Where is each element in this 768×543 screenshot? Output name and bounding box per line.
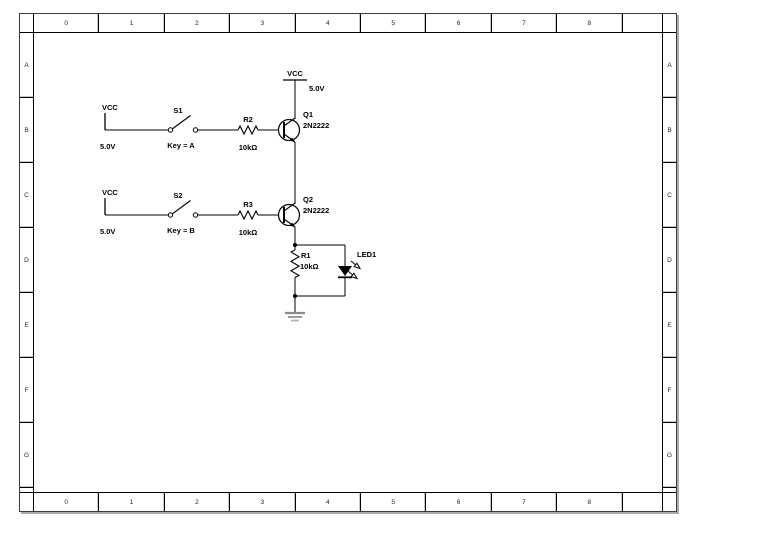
column-label: 4 — [296, 14, 361, 32]
resistor-r3[interactable]: R3 10kΩ — [237, 200, 259, 237]
row-label: B — [20, 98, 33, 163]
column-label: 2 — [165, 14, 231, 32]
q2-part-label: 2N2222 — [303, 206, 329, 215]
switch-contact-icon — [192, 212, 199, 218]
q1-part-label: 2N2222 — [303, 121, 329, 130]
frame-corner — [662, 493, 676, 511]
row-label: E — [663, 293, 676, 358]
top-ruler: 0 1 2 3 4 5 6 7 8 — [20, 14, 676, 33]
column-label: 7 — [492, 493, 558, 511]
column-label: 4 — [296, 493, 361, 511]
sheet-frame: 0 1 2 3 4 5 6 7 8 A B C D E F G A B C D — [19, 13, 677, 512]
emitter-arrow-icon — [289, 137, 295, 142]
vcc-b-label: VCC — [102, 188, 118, 197]
row-label: E — [20, 293, 33, 358]
frame-corner — [20, 493, 34, 511]
emitter-arrow-icon — [289, 222, 295, 227]
column-label: 8 — [557, 493, 623, 511]
s1-key-label: Key = A — [167, 141, 195, 150]
led-led1[interactable]: LED1 — [295, 244, 376, 297]
switch-lever-icon — [172, 115, 191, 130]
column-label: 1 — [99, 14, 165, 32]
vcc-source-top[interactable]: VCC 5.0V — [283, 69, 324, 93]
column-label: 6 — [426, 14, 492, 32]
column-label: 1 — [99, 493, 165, 511]
vcc-a-value: 5.0V — [100, 142, 115, 151]
r2-ref-label: R2 — [243, 115, 253, 124]
row-label: G — [20, 423, 33, 488]
column-label: 3 — [230, 14, 296, 32]
row-label: F — [20, 358, 33, 423]
switch-s1[interactable]: S1 Key = A — [167, 106, 199, 150]
resistor-zigzag-icon — [289, 249, 301, 278]
frame-corner — [20, 14, 34, 32]
transistor-q1[interactable]: Q1 2N2222 — [277, 110, 330, 143]
row-label: C — [20, 163, 33, 228]
column-label: 2 — [165, 493, 231, 511]
transistor-collector-icon — [283, 117, 296, 127]
resistor-r2[interactable]: R2 10kΩ — [237, 115, 259, 152]
transistor-body-icon — [277, 203, 301, 227]
row-label: D — [663, 228, 676, 293]
s2-key-label: Key = B — [167, 226, 195, 235]
column-label: 0 — [34, 14, 100, 32]
row-label: C — [663, 163, 676, 228]
switch-lever-icon — [172, 200, 191, 215]
column-label: 0 — [34, 493, 100, 511]
row-label: B — [663, 98, 676, 163]
vcc-a-label: VCC — [102, 103, 118, 112]
left-row-band: A B C D E F G — [20, 33, 34, 492]
row-label: G — [663, 423, 676, 488]
r1-ref-label: R1 — [301, 251, 311, 260]
vcc-b-value: 5.0V — [100, 227, 115, 236]
row-label: D — [20, 228, 33, 293]
q2-ref-label: Q2 — [303, 195, 313, 204]
s1-ref-label: S1 — [173, 106, 182, 115]
vcc-source-b[interactable]: VCC 5.0V — [100, 188, 118, 236]
switch-s2[interactable]: S2 Key = B — [167, 191, 199, 235]
r3-value-label: 10kΩ — [239, 228, 258, 237]
r2-value-label: 10kΩ — [239, 143, 258, 152]
switch-contact-icon — [167, 212, 174, 218]
transistor-q2[interactable]: Q2 2N2222 — [277, 195, 330, 228]
led1-ref-label: LED1 — [357, 250, 376, 259]
vcc-top-label: VCC — [287, 69, 303, 78]
vcc-source-a[interactable]: VCC 5.0V — [100, 103, 118, 151]
vcc-top-value: 5.0V — [309, 84, 324, 93]
column-label: 6 — [426, 493, 492, 511]
row-label: A — [20, 33, 33, 98]
resistor-zigzag-icon — [237, 209, 259, 221]
resistor-zigzag-icon — [237, 124, 259, 136]
row-label: F — [663, 358, 676, 423]
row-label: A — [663, 33, 676, 98]
switch-contact-icon — [167, 127, 174, 133]
column-label: 5 — [361, 493, 427, 511]
right-row-band: A B C D E F G — [662, 33, 676, 492]
column-label: 3 — [230, 493, 296, 511]
led-anode-triangle-icon — [338, 266, 352, 276]
q1-ref-label: Q1 — [303, 110, 313, 119]
r1-value-label: 10kΩ — [300, 262, 319, 271]
column-label: 5 — [361, 14, 427, 32]
column-label: 8 — [557, 14, 623, 32]
r3-ref-label: R3 — [243, 200, 253, 209]
resistor-r1[interactable]: R1 10kΩ — [289, 245, 319, 296]
switch-contact-icon — [192, 127, 199, 133]
column-label: 7 — [492, 14, 558, 32]
s2-ref-label: S2 — [173, 191, 182, 200]
ground-symbol[interactable] — [285, 296, 305, 322]
transistor-body-icon — [277, 118, 301, 142]
frame-corner — [662, 14, 676, 32]
bottom-ruler: 0 1 2 3 4 5 6 7 8 — [20, 492, 676, 511]
transistor-collector-icon — [283, 202, 296, 212]
